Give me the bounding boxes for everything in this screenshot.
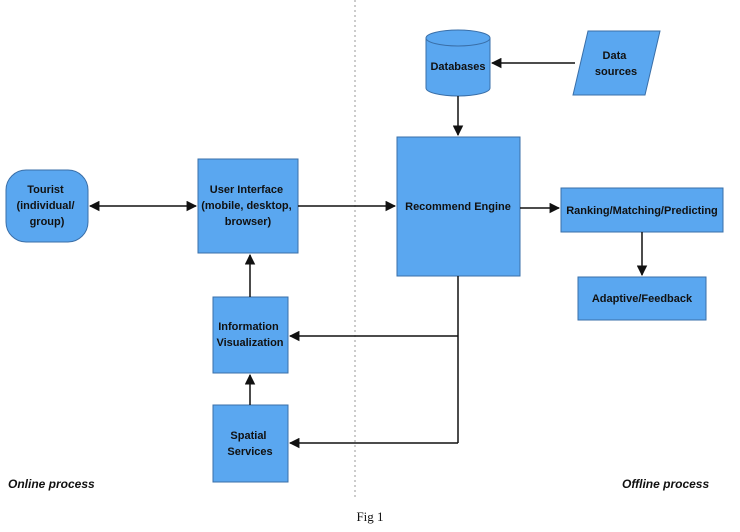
figure-caption: Fig 1 <box>356 509 384 524</box>
databases-label: Databases <box>430 61 485 73</box>
information-visualization-node: Information Visualization <box>212 296 289 374</box>
user-interface-label: User Interface (mobile, desktop, browser… <box>201 184 295 228</box>
tourist-node: Tourist (individual/ group) <box>5 169 89 243</box>
online-process-label: Online process <box>8 477 95 491</box>
adaptive-feedback-label: Adaptive/Feedback <box>592 293 693 305</box>
spatial-services-label: Spatial Services <box>227 430 272 458</box>
information-visualization-label: Information Visualization <box>216 321 283 349</box>
databases-node: Databases <box>425 29 491 97</box>
recommend-engine-label: Recommend Engine <box>405 201 511 213</box>
adaptive-feedback-node: Adaptive/Feedback <box>577 276 707 321</box>
ranking-matching-predicting-node: Ranking/Matching/Predicting <box>560 187 724 233</box>
data-sources-label: Data sources <box>595 50 637 78</box>
ranking-matching-predicting-label: Ranking/Matching/Predicting <box>566 205 718 217</box>
recommend-engine-node: Recommend Engine <box>396 136 521 277</box>
data-sources-node: Data sources <box>572 30 661 96</box>
tourist-label: Tourist (individual/ group) <box>16 184 77 228</box>
user-interface-node: User Interface (mobile, desktop, browser… <box>197 158 299 254</box>
offline-process-label: Offline process <box>622 477 709 491</box>
spatial-services-node: Spatial Services <box>212 404 289 483</box>
